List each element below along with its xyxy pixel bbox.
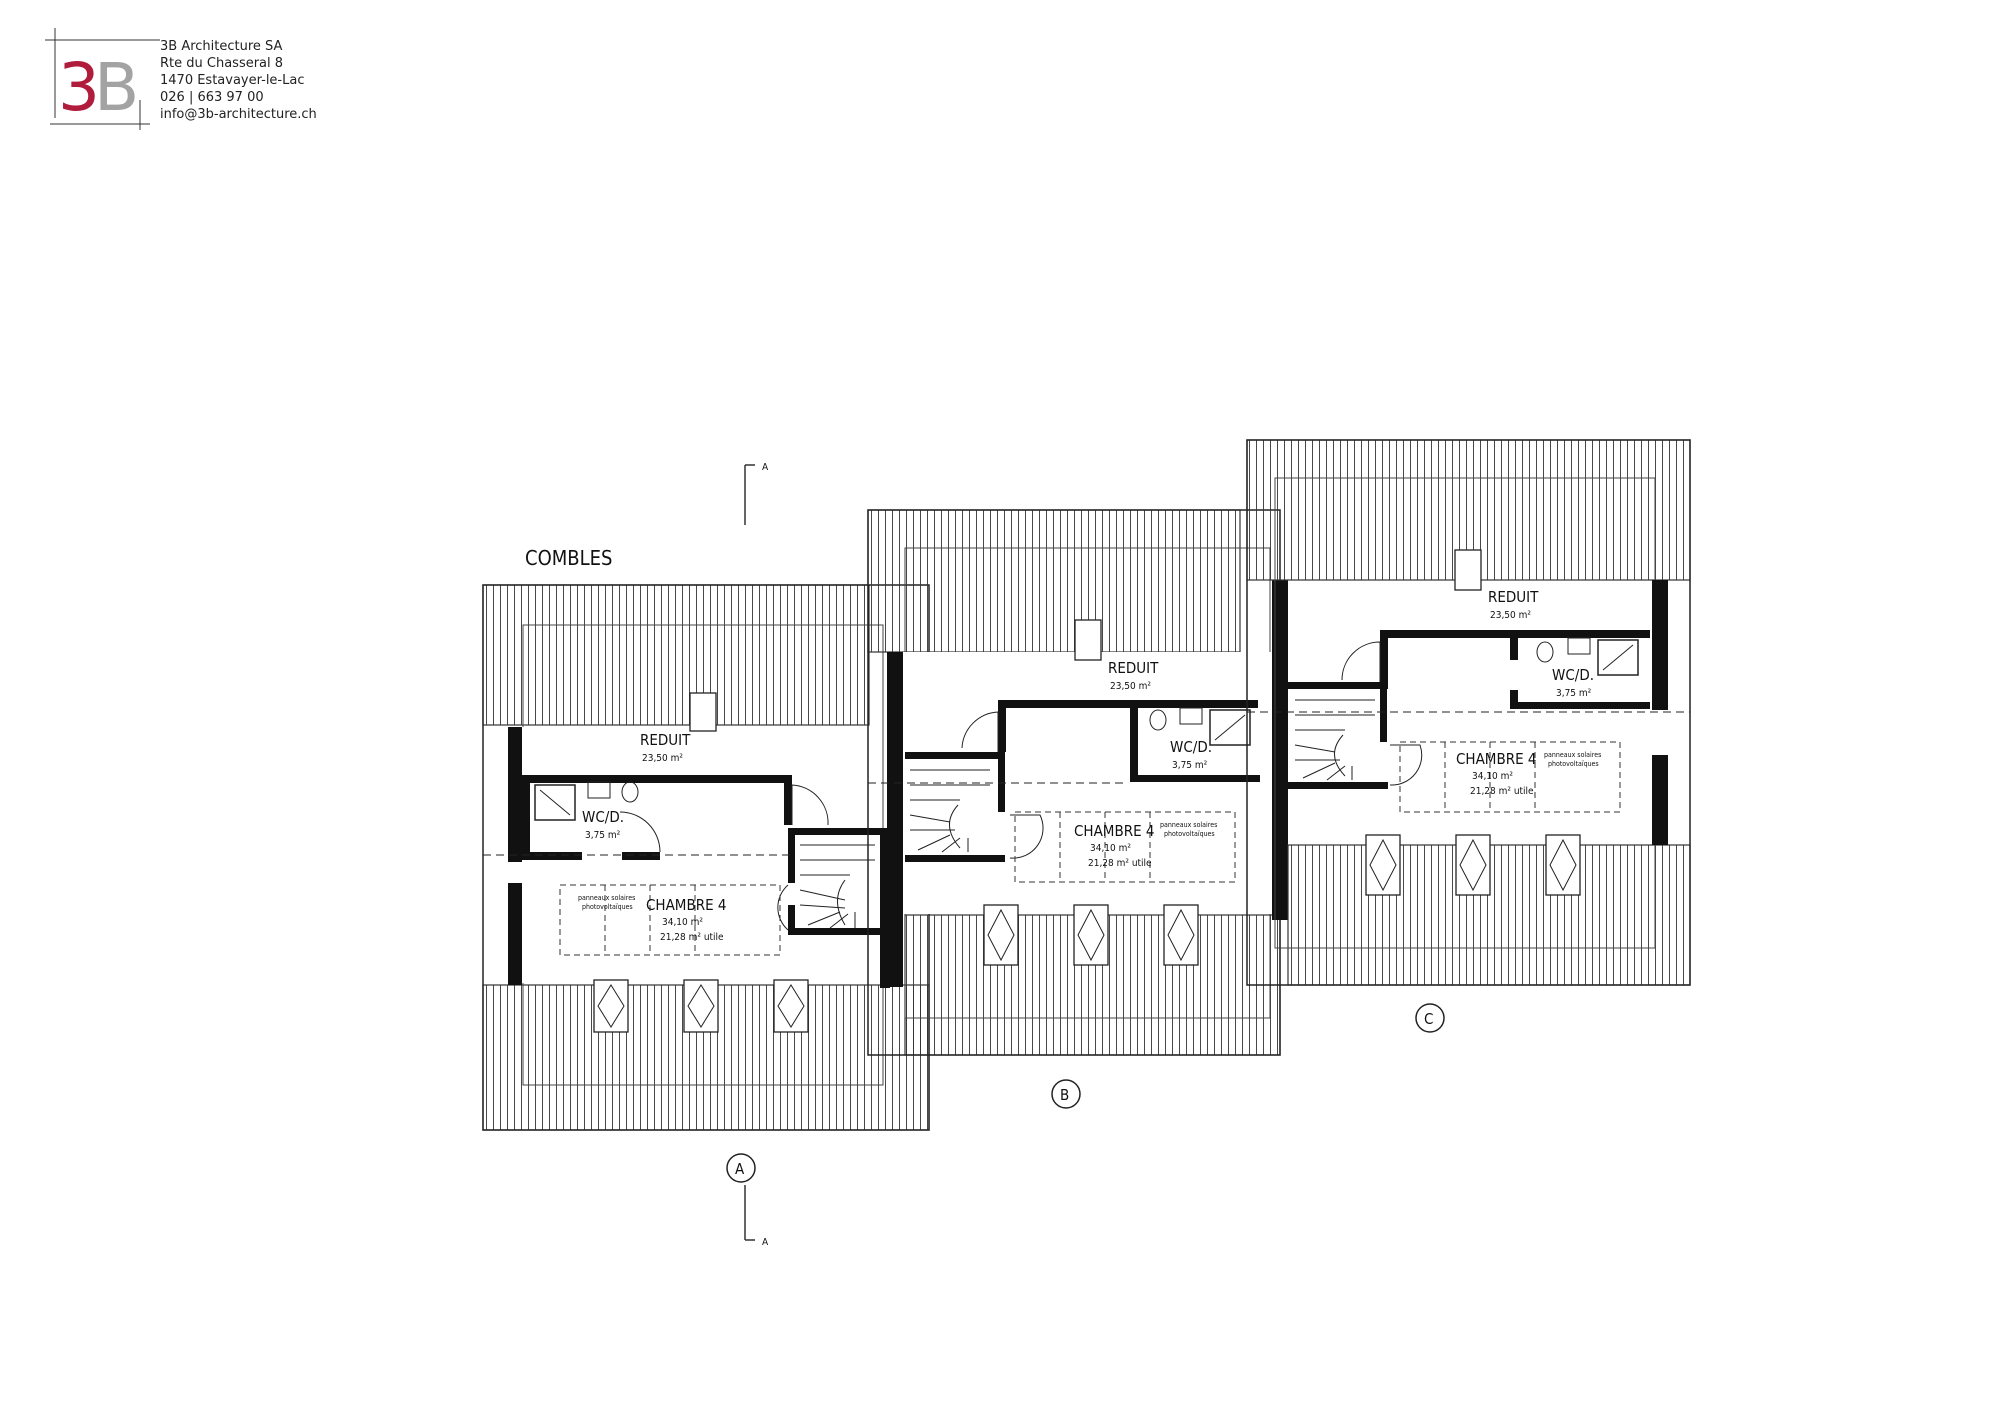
chambre-utile: 21,28 m² utile <box>660 932 724 943</box>
chambre-label: CHAMBRE 4 <box>646 896 726 914</box>
chambre-area: 34,10 m² <box>662 917 703 928</box>
chambre-label: CHAMBRE 4 <box>1074 822 1154 840</box>
wc-area: 3,75 m² <box>1172 760 1208 771</box>
section-marker-top: A <box>744 462 769 525</box>
unit-id: B <box>1060 1086 1069 1104</box>
company-name: 3B Architecture SA <box>160 39 283 54</box>
company-street: Rte du Chasseral 8 <box>160 56 283 71</box>
reduit-label: REDUIT <box>640 731 691 749</box>
svg-text:A: A <box>762 1237 769 1248</box>
wc-area: 3,75 m² <box>585 830 621 841</box>
company-phone: 026 | 663 97 00 <box>160 90 264 105</box>
solar-label: photovoltaïques <box>1548 760 1599 768</box>
company-address: 3B Architecture SA Rte du Chasseral 8 14… <box>160 39 317 122</box>
company-city: 1470 Estavayer-le-Lac <box>160 73 304 88</box>
logo-three: 3 <box>58 49 100 126</box>
company-email: info@3b-architecture.ch <box>160 107 317 122</box>
wc-label: WC/D. <box>582 808 624 826</box>
chambre-utile: 21,28 m² utile <box>1470 786 1534 797</box>
roof-panel <box>482 584 870 726</box>
chambre-label: CHAMBRE 4 <box>1456 750 1536 768</box>
chambre-utile: 21,28 m² utile <box>1088 858 1152 869</box>
unit-id: A <box>735 1160 745 1178</box>
section-marker-bottom: A <box>744 1185 769 1248</box>
solar-label: panneaux solaires <box>578 894 635 902</box>
reduit-label: REDUIT <box>1108 659 1159 677</box>
company-logo: 3 B <box>45 28 160 130</box>
reduit-label: REDUIT <box>1488 588 1539 606</box>
svg-text:A: A <box>762 462 769 473</box>
unit-id: C <box>1424 1010 1433 1028</box>
plan-title: COMBLES <box>525 546 612 570</box>
reduit-area: 23,50 m² <box>642 753 683 764</box>
solar-label: panneaux solaires <box>1160 821 1217 829</box>
wc-area: 3,75 m² <box>1556 688 1592 699</box>
solar-label: photovoltaïques <box>582 903 633 911</box>
reduit-area: 23,50 m² <box>1490 610 1531 621</box>
unit-a: REDUIT 23,50 m² WC/D. 3,75 m² CHAMBRE 4 … <box>482 584 930 1183</box>
wc-label: WC/D. <box>1170 738 1212 756</box>
unit-c: REDUIT 23,50 m² WC/D. 3,75 m² CHAMBRE 4 … <box>1246 439 1691 1033</box>
wc-label: WC/D. <box>1552 666 1594 684</box>
solar-label: photovoltaïques <box>1164 830 1215 838</box>
unit-b: REDUIT 23,50 m² WC/D. 3,75 m² CHAMBRE 4 … <box>867 509 1288 1109</box>
solar-label: panneaux solaires <box>1544 751 1601 759</box>
roof-panel <box>867 509 1241 653</box>
chambre-area: 34,10 m² <box>1472 771 1513 782</box>
chambre-area: 34,10 m² <box>1090 843 1131 854</box>
logo-b: B <box>94 49 139 126</box>
reduit-area: 23,50 m² <box>1110 681 1151 692</box>
